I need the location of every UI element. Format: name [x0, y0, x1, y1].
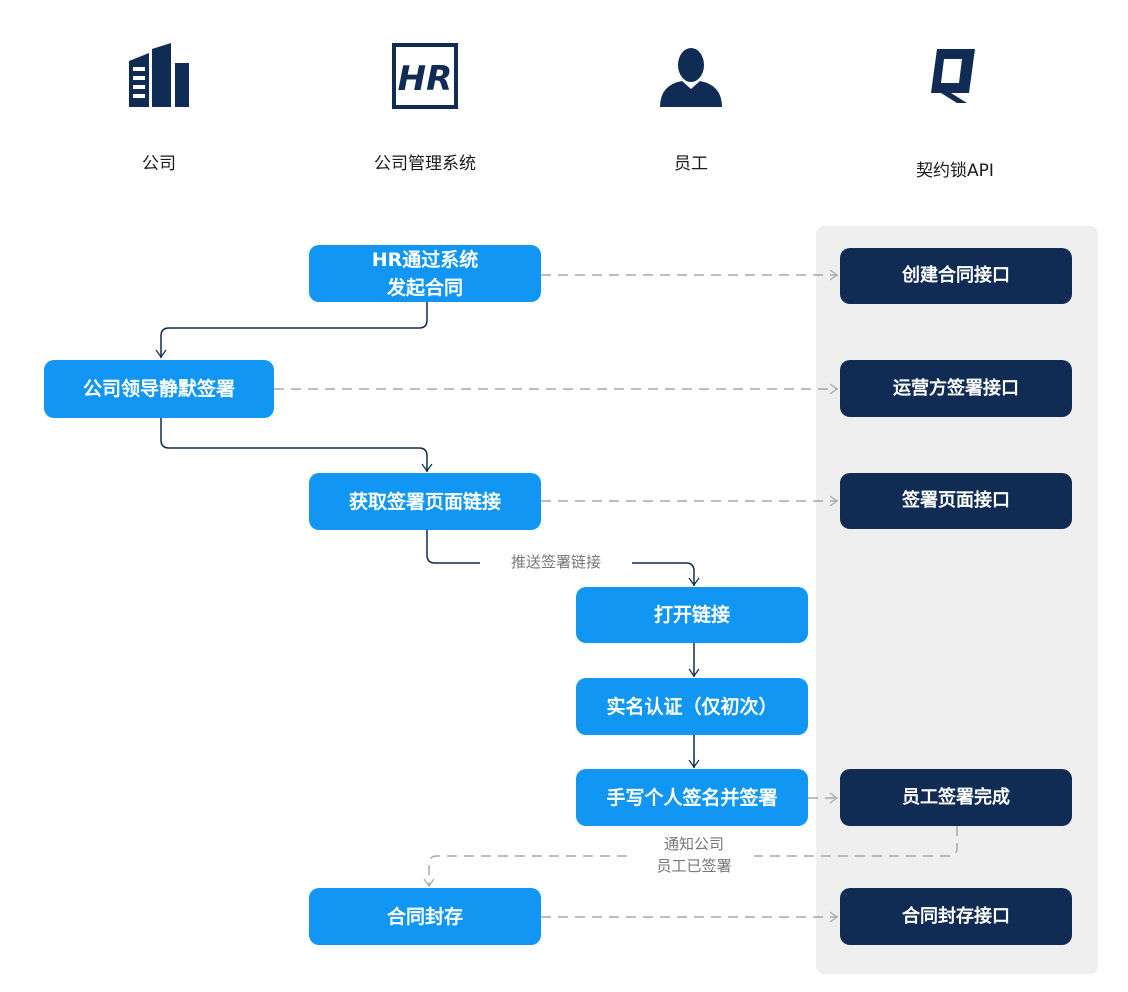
step-handwrite-sign: 手写个人签名并签署 — [576, 769, 808, 826]
step-real-name-auth: 实名认证（仅初次） — [576, 678, 808, 735]
qiyuesuo-logo-icon — [931, 49, 975, 103]
step-leader-silent-sign: 公司领导静默签署 — [44, 360, 274, 418]
connector-link-to-open-b — [632, 562, 695, 586]
hr-icon: HR — [392, 43, 458, 109]
api-create-contract: 创建合同接口 — [840, 248, 1072, 304]
api-sign-page: 签署页面接口 — [840, 473, 1072, 529]
flow-label-notify-company: 通知公司 员工已签署 — [634, 833, 754, 877]
step-get-sign-link: 获取签署页面链接 — [309, 473, 541, 530]
step-contract-archive: 合同封存 — [309, 888, 541, 945]
connector-link-to-open-a — [426, 530, 480, 564]
api-operator-sign: 运营方签署接口 — [840, 360, 1072, 417]
person-icon — [660, 48, 722, 107]
actor-label-hr-system: 公司管理系统 — [374, 154, 476, 174]
actor-label-company: 公司 — [142, 154, 176, 174]
api-contract-archive: 合同封存接口 — [840, 888, 1072, 945]
svg-text:HR: HR — [398, 59, 453, 99]
api-employee-sign-done: 员工签署完成 — [840, 769, 1072, 826]
connector-hr-to-leader — [160, 302, 428, 358]
flow-label-push-link: 推送签署链接 — [484, 551, 628, 573]
actor-label-employee: 员工 — [674, 154, 708, 174]
step-open-link: 打开链接 — [576, 587, 808, 643]
connector-leader-to-link — [160, 418, 428, 472]
actor-label-api: 契约锁API — [916, 161, 994, 181]
building-icon — [129, 43, 189, 107]
step-hr-initiate-contract: HR通过系统 发起合同 — [309, 245, 541, 302]
